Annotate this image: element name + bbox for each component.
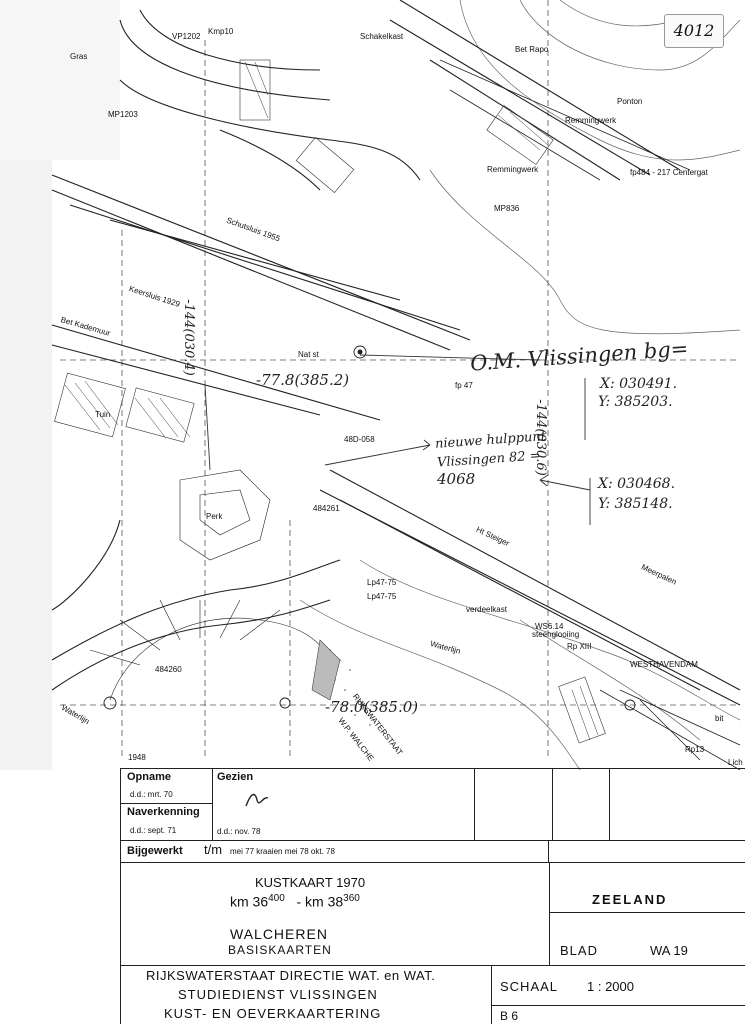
label-tuin: Tuin (95, 410, 111, 419)
blank-upper-right (475, 768, 745, 841)
zeeland: ZEELAND (592, 892, 668, 907)
label-484261: 484261 (313, 504, 340, 513)
label-rp13: Rp13 (685, 745, 705, 754)
opname-cell: Opname d.d.: mrt. 70 (120, 768, 213, 804)
label-fp47: fp 47 (455, 381, 473, 390)
b6-cell: B 6 (492, 1006, 745, 1024)
rws-block: RIJKSWATERSTAAT DIRECTIE WAT. en WAT. ST… (120, 966, 492, 1024)
label-lp4775-a: Lp47-75 (367, 578, 397, 587)
label-rpxiii: Rp XIII (567, 642, 592, 651)
opname-label: Opname (127, 771, 172, 783)
label-nat-st: Nat st (298, 350, 319, 359)
annotation-coord-h1: -77.8(385.2) (256, 371, 350, 389)
label-lich: Lich (728, 758, 743, 767)
zeeland-cell: ZEELAND (550, 863, 745, 913)
label-ws: WS6.14 (535, 622, 564, 631)
naverkenning-label: Naverkenning (127, 806, 200, 818)
basiskaarten: BASISKAARTEN (228, 943, 332, 957)
signature-mark (245, 793, 269, 807)
km-from-sup: 400 (268, 893, 285, 904)
blad-cell: BLAD WA 19 (550, 913, 745, 966)
bijgewerkt-detail: mei 77 kraaien mei 78 okt. 78 (230, 847, 335, 856)
blad-label: BLAD (560, 943, 598, 958)
bijgewerkt-unit: t/m (204, 842, 223, 857)
naverkenning-cell: Naverkenning d.d.: sept. 71 (120, 804, 213, 841)
label-1948: 1948 (128, 753, 146, 762)
km-from: km 36 (230, 893, 269, 910)
map-drawing (0, 0, 741, 770)
label-484260: 484260 (155, 665, 182, 674)
annotation-hulp-line3: 4068 (437, 470, 476, 488)
bijgewerkt-row: Bijgewerkt t/m mei 77 kraaien mei 78 okt… (120, 841, 745, 863)
label-mp1203: MP1203 (108, 110, 138, 119)
label-gras: Gras (70, 52, 88, 61)
annotation-om-y: Y: 385203. (598, 394, 673, 410)
title-block (120, 768, 745, 1024)
bijgewerkt-label: Bijgewerkt (127, 845, 183, 857)
label-steenglooiing: steenglooiing (532, 630, 580, 639)
annotation-coord-v2: -144(030.6) (532, 399, 548, 476)
gezien-label: Gezien (217, 771, 254, 783)
gezien-date: d.d.: nov. 78 (217, 827, 261, 836)
label-remmingwerk-2: Remmingwerk (487, 165, 539, 174)
label-lp4775-b: Lp47-75 (367, 592, 397, 601)
kustkaart-block: KUSTKAART 1970 km 36400 - km 38360 WALCH… (120, 863, 550, 966)
gezien-cell: Gezien d.d.: nov. 78 (213, 768, 475, 841)
annotation-coord-v1: -144(030.4) (180, 299, 196, 376)
schaal-value: 1 : 2000 (587, 979, 634, 994)
opname-date: d.d.: mrt. 70 (130, 790, 173, 799)
blad-value: WA 19 (650, 943, 688, 958)
rws-line: RIJKSWATERSTAAT DIRECTIE WAT. en WAT. (146, 968, 436, 983)
annotation-hulp-y: Y: 385148. (598, 496, 673, 512)
label-ponton: Ponton (617, 97, 643, 106)
schaal-label: SCHAAL (500, 979, 559, 994)
label-perk: Perk (206, 512, 223, 521)
label-remmingwerk-1: Remmingwerk (565, 116, 617, 125)
walcheren: WALCHEREN (230, 926, 328, 942)
label-48d058: 48D-058 (344, 435, 375, 444)
kust-line: KUST- EN OEVERKAARTERING (164, 1006, 382, 1021)
km-to: - km 38 (296, 893, 344, 910)
label-schakelkast: Schakelkast (360, 32, 404, 41)
label-kmp10: Kmp10 (208, 27, 234, 36)
annotation-coord-h2: -78.0(385.0) (325, 698, 419, 716)
sheet-number: 4012 (664, 14, 724, 48)
label-verdeelkast: verdeelkast (466, 605, 507, 614)
km-range: km 36400 - km 38360 (230, 893, 360, 910)
studiedienst-line: STUDIEDIENST VLISSINGEN (178, 987, 378, 1002)
label-bit: bit (715, 714, 724, 723)
annotation-om-x: X: 030491. (600, 376, 678, 392)
label-vp1202: VP1202 (172, 32, 201, 41)
annotation-hulp-x: X: 030468. (598, 476, 676, 492)
label-mp836: MP836 (494, 204, 520, 213)
label-bet-rapo: Bet Rapo (515, 45, 549, 54)
b6-label: B 6 (500, 1009, 519, 1023)
km-to-sup: 360 (343, 893, 360, 904)
label-westhavendam: WESTHAVENDAM (630, 660, 698, 669)
naverkenning-date: d.d.: sept. 71 (130, 826, 177, 835)
label-centergat: fp484 - 217 Centergat (630, 168, 708, 177)
kustkaart-title: KUSTKAART 1970 (255, 875, 366, 890)
schaal-cell: SCHAAL 1 : 2000 (492, 966, 745, 1006)
